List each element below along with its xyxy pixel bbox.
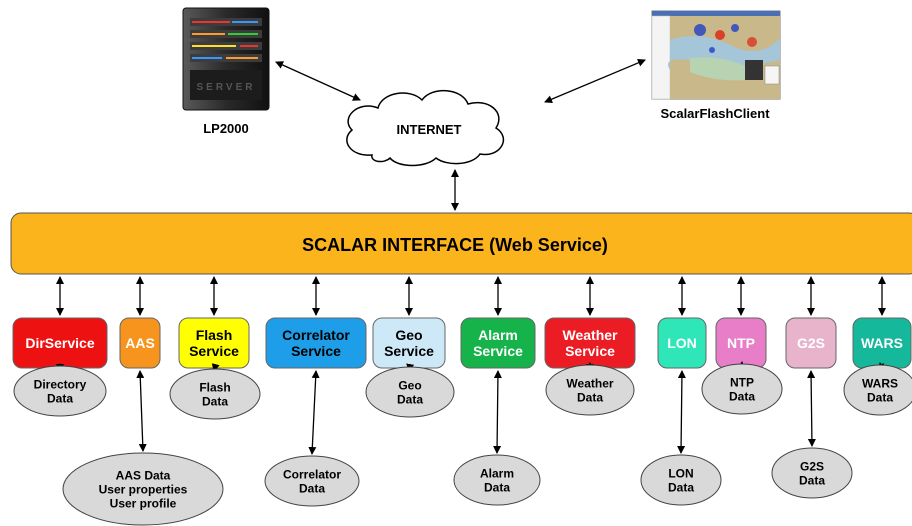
data-store-label: Correlator [283, 467, 341, 481]
data-store-label: User properties [99, 482, 188, 496]
data-store-aasdata [62, 452, 224, 526]
data-store-ntpdata [701, 363, 783, 415]
service-label: Weather [563, 327, 619, 343]
interface-title: SCALAR INTERFACE (Web Service) [302, 235, 608, 255]
service-data-arrow [493, 370, 502, 454]
scalar-interface-bar [10, 212, 912, 275]
data-store-label: Flash [199, 380, 230, 394]
data-store-label: Geo [398, 378, 421, 392]
service-label: LON [667, 335, 697, 351]
client-screenshot-icon [651, 10, 781, 100]
client-internet-arrow [544, 59, 646, 103]
service-label: Service [565, 343, 615, 359]
data-store-label: User profile [110, 496, 177, 510]
data-store-label: Data [484, 480, 510, 494]
data-store-weatherdata [545, 364, 635, 416]
service-label: NTP [727, 335, 755, 351]
service-label: G2S [797, 335, 825, 351]
data-store-label: AAS Data [116, 468, 171, 482]
service-box [460, 317, 536, 369]
server-brand-text: SERVER [197, 82, 256, 93]
data-store-label: Data [799, 473, 825, 487]
data-store-correlatordata [264, 455, 360, 507]
service-label: Service [189, 343, 239, 359]
data-store-label: Data [299, 481, 325, 495]
service-label: Service [473, 343, 523, 359]
data-store-label: G2S [800, 459, 824, 473]
lp2000-label: LP2000 [203, 121, 249, 136]
service-label: Geo [395, 327, 422, 343]
service-box [785, 317, 837, 369]
data-store-directory [13, 365, 107, 417]
service-label: Service [384, 343, 434, 359]
server-icon: SERVER [182, 7, 270, 111]
service-box [119, 317, 161, 369]
data-store-g2sdata [771, 447, 853, 499]
service-data-arrow [807, 370, 816, 447]
service-label: Flash [196, 327, 233, 343]
data-store-alarmdata [453, 454, 541, 506]
data-store-label: Data [397, 392, 423, 406]
data-store-londata [640, 454, 722, 506]
data-store-label: Alarm [480, 466, 514, 480]
internet-label: INTERNET [397, 122, 462, 137]
data-store-label: Directory [34, 377, 87, 391]
data-store-flashdata [169, 368, 261, 420]
service-data-arrow [136, 370, 147, 452]
data-store-label: Weather [566, 376, 613, 390]
service-label: WARS [861, 335, 903, 351]
data-store-label: NTP [730, 375, 754, 389]
data-store-label: Data [577, 390, 603, 404]
client-label: ScalarFlashClient [660, 106, 770, 121]
data-store-geodata [365, 366, 455, 418]
data-store-label: Data [668, 480, 694, 494]
data-store-label: Data [729, 389, 755, 403]
data-store-label: WARS [862, 376, 898, 390]
server-internet-arrow [275, 61, 361, 101]
service-label: Correlator [282, 327, 350, 343]
data-store-label: Data [202, 394, 228, 408]
data-store-label: Data [867, 390, 893, 404]
data-store-label: LON [668, 466, 693, 480]
service-data-arrow [677, 370, 686, 454]
data-store-label: Data [47, 391, 73, 405]
internet-cloud-icon [346, 89, 504, 167]
service-label: Service [291, 343, 341, 359]
data-store-warsdata [843, 364, 912, 416]
service-label: Alarm [478, 327, 518, 343]
service-box [657, 317, 707, 369]
service-box [265, 317, 367, 369]
service-label: DirService [25, 335, 94, 351]
service-label: AAS [125, 335, 155, 351]
service-data-arrow [308, 370, 320, 455]
